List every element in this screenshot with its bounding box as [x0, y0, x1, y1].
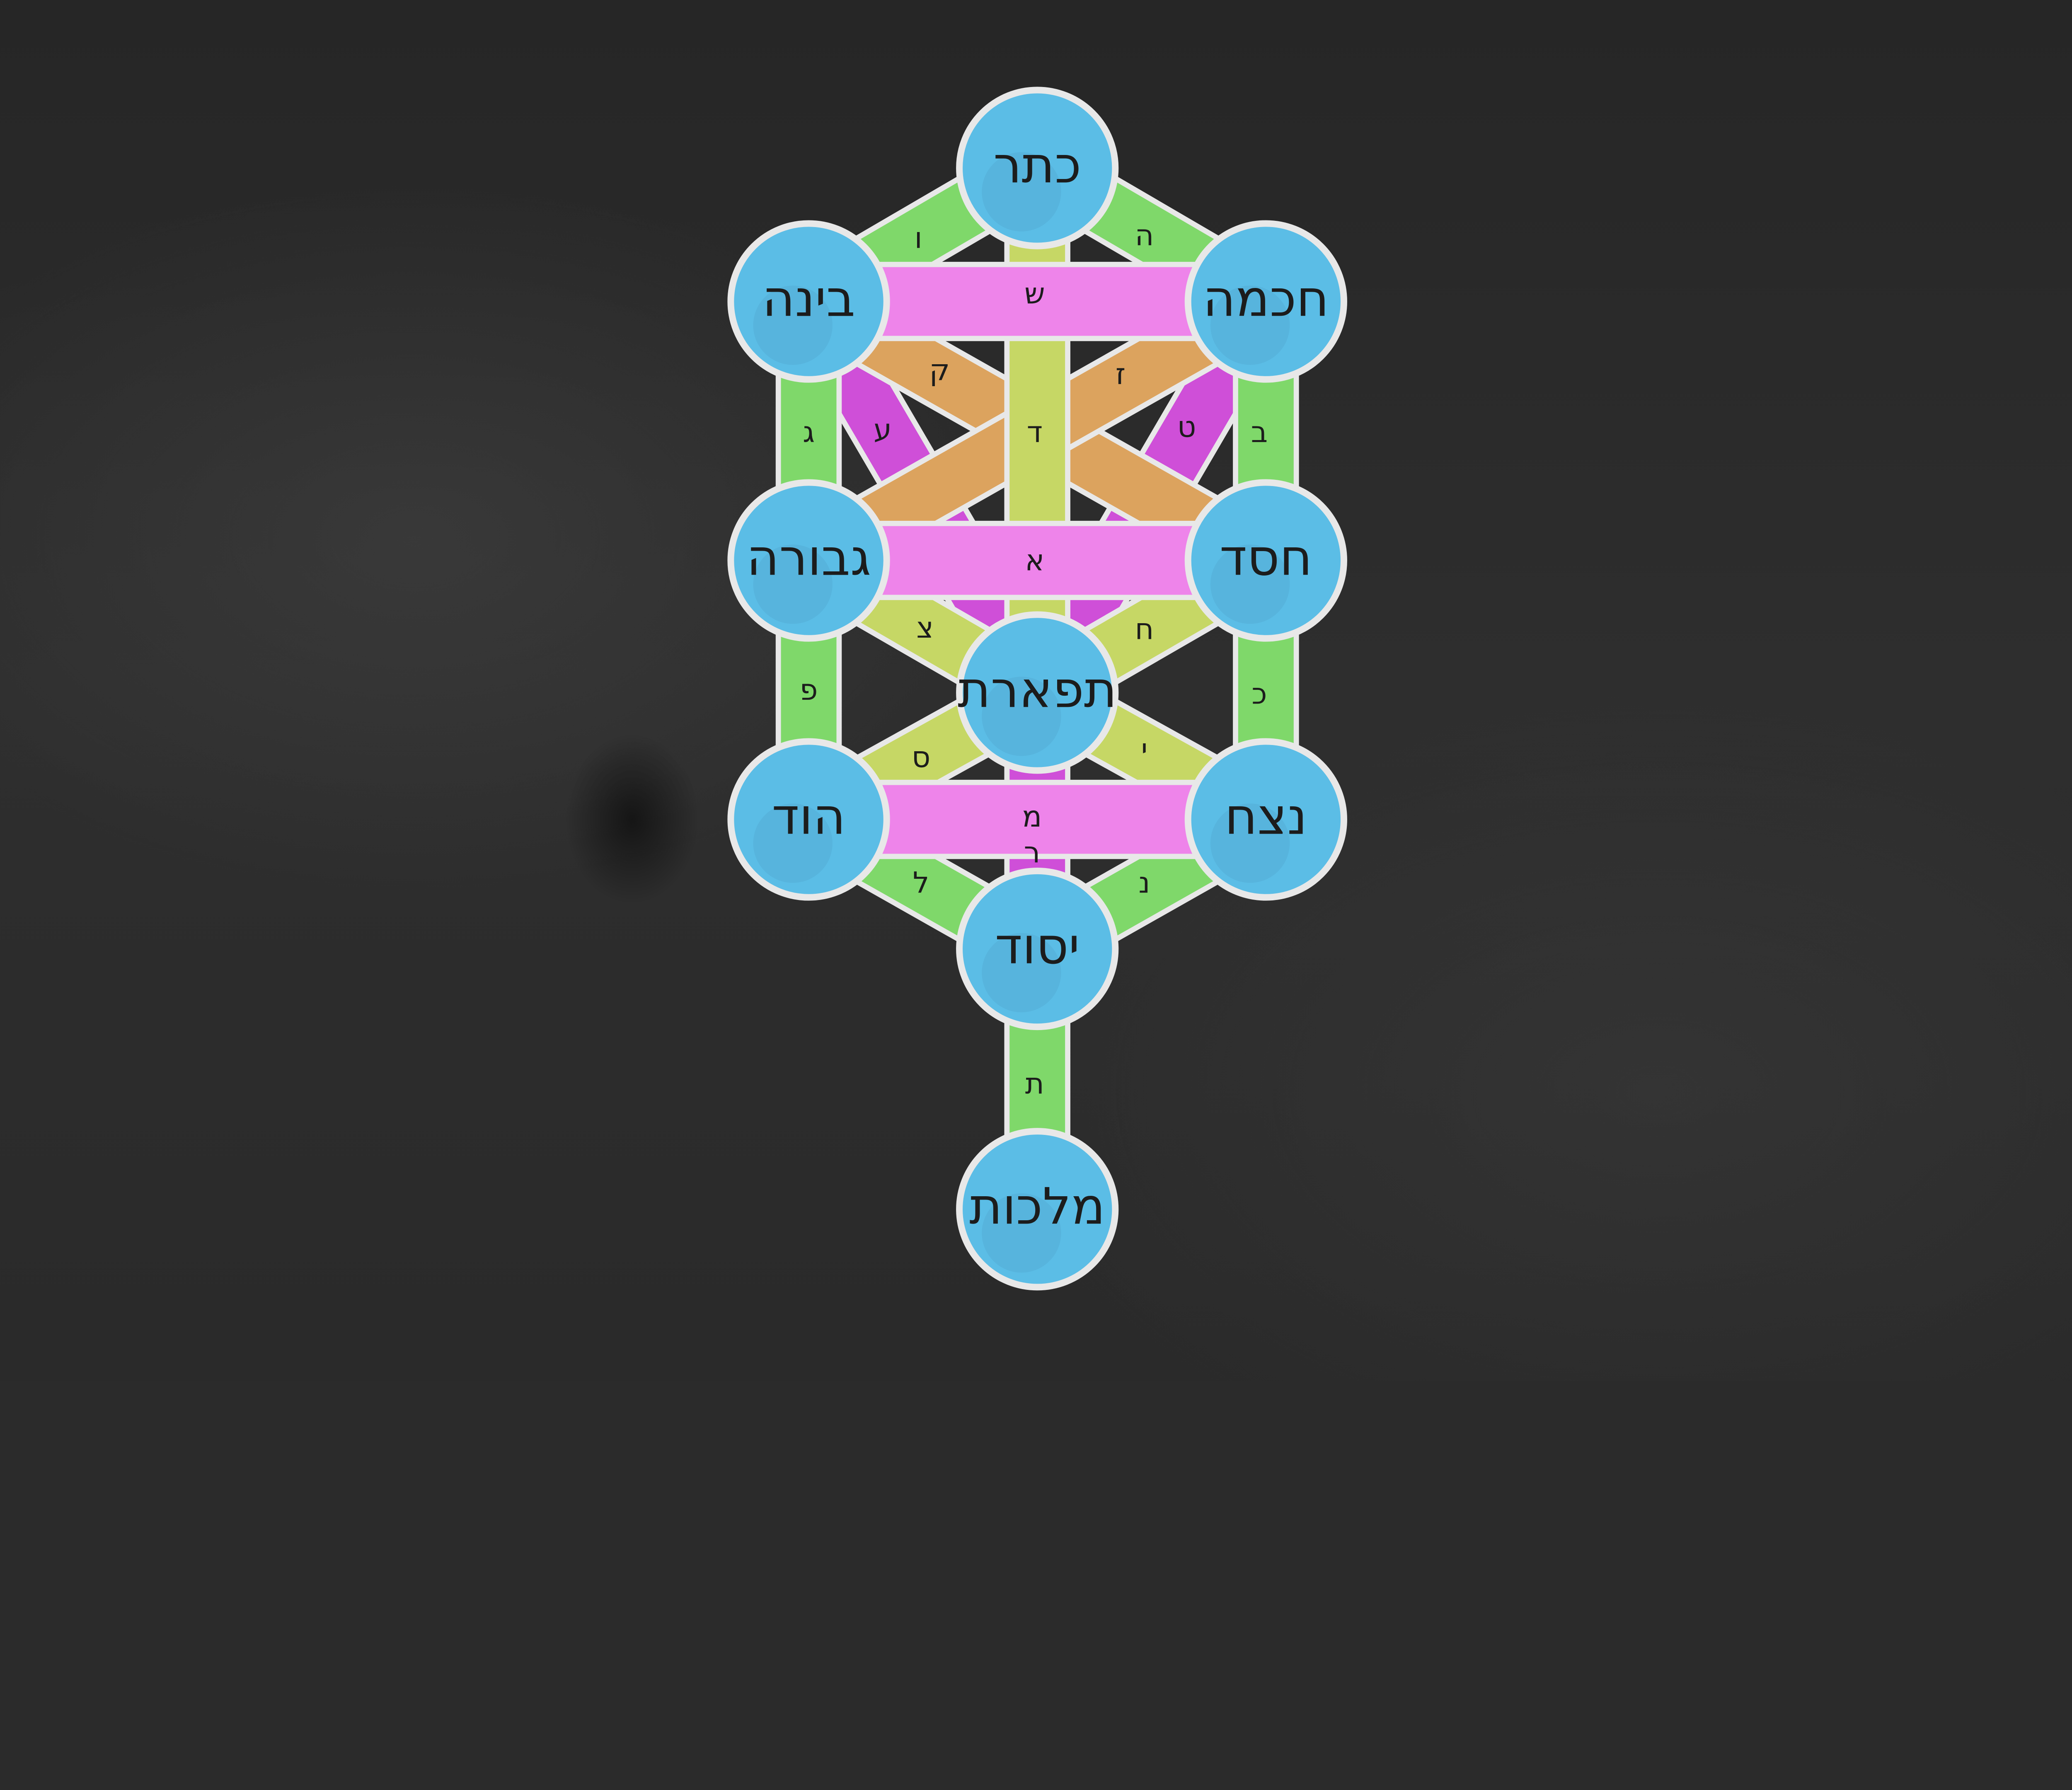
sephirah-circle	[727, 220, 890, 383]
path-letter: ח	[1135, 612, 1154, 646]
sephirah-name: הוד	[772, 788, 845, 846]
path-letter: ו	[915, 221, 922, 255]
sephirah-name: חכמה	[1203, 270, 1329, 328]
sephirah-tiferet: תפארת	[956, 611, 1119, 774]
chalk-smudge	[1210, 803, 1290, 883]
path-letter: ת	[1025, 1067, 1044, 1101]
path-letter: ב	[1251, 415, 1268, 449]
chalk-smudge	[1210, 544, 1290, 624]
sephirah-chesed: חסד	[1184, 479, 1347, 642]
sephirah-name: גבורה	[746, 529, 871, 587]
sephirah-name: חסד	[1220, 529, 1312, 587]
path-letter: ק	[929, 353, 950, 387]
sephirah-circle	[727, 479, 890, 642]
chalkboard-background: ע ט ר ק ז ד ו ה ג ב צ ח ס י פ כ ל נ ת ש א מ כתר חכמה בינה חסד גבו…	[0, 0, 2072, 1381]
path-letter: ז	[1116, 357, 1126, 391]
path-letter: ע	[874, 413, 892, 447]
chalk-smudge	[753, 285, 833, 365]
chalk-smudge	[982, 933, 1061, 1013]
sephirah-hod: הוד	[727, 738, 890, 901]
sephirah-circle	[956, 867, 1119, 1030]
path-letter: ש	[1024, 276, 1045, 310]
sephirah-circle	[956, 1128, 1119, 1291]
path-letter: א	[1025, 544, 1044, 578]
chalk-smudge	[753, 544, 833, 624]
sephirah-name: תפארת	[958, 661, 1117, 719]
path-letter: צ	[916, 611, 934, 645]
sephirah-binah: בינה	[727, 220, 890, 383]
sephirah-malkuth: מלכות	[956, 1128, 1119, 1291]
path-letter: ה	[1135, 218, 1154, 252]
sephirah-chokmah: חכמה	[1184, 220, 1347, 383]
sephirah-circle	[1184, 479, 1347, 642]
sephirah-name: מלכות	[969, 1177, 1105, 1236]
path-letter: נ	[1138, 866, 1150, 900]
chalk-smudge	[753, 803, 833, 883]
path-letter: י	[1141, 733, 1148, 767]
path-letter: כ	[1251, 677, 1267, 711]
sephirah-yesod: יסוד	[956, 867, 1119, 1030]
path-letter: ס	[912, 740, 931, 774]
sephirah-name: יסוד	[995, 917, 1080, 975]
chalk-smudge	[982, 152, 1061, 232]
sephirah-circle	[727, 738, 890, 901]
sephirah-name: כתר	[993, 136, 1081, 195]
sephirah-circle	[956, 611, 1119, 774]
path-letter: ר	[1024, 835, 1041, 869]
chalk-smudge	[1210, 285, 1290, 365]
tree-of-life-diagram: ע ט ר ק ז ד ו ה ג ב צ ח ס י פ כ ל נ ת ש א מ כתר חכמה בינה חסד גבו…	[727, 87, 1347, 1291]
path-letter: ט	[1177, 410, 1196, 444]
path-letter: פ	[800, 673, 818, 707]
path-letters-layer: ע ט ר ק ז ד ו ה ג ב צ ח ס י פ כ ל נ ת ש א מ	[800, 218, 1268, 1101]
sephirah-name: בינה	[762, 270, 855, 328]
sephirah-netzach: נצח	[1184, 738, 1347, 901]
sephirah-circle	[1184, 220, 1347, 383]
sephirah-keter: כתר	[956, 87, 1119, 249]
sephirah-name: נצח	[1225, 788, 1307, 846]
sephirah-circle	[1184, 738, 1347, 901]
path-letter: ג	[803, 415, 815, 449]
sephirah-circle	[956, 87, 1119, 249]
chalk-smudge	[982, 677, 1061, 756]
sephirah-gevurah: גבורה	[727, 479, 890, 642]
path-letter: מ	[1022, 800, 1042, 834]
path-letter: ל	[913, 866, 929, 900]
chalk-smudge	[982, 1193, 1061, 1273]
path-letter: ד	[1027, 415, 1043, 449]
